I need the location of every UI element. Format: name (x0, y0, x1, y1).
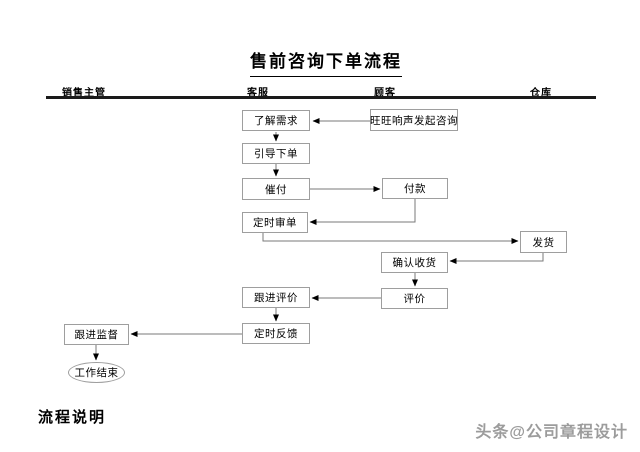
flow-edge-review-order--ship (262, 233, 519, 244)
flow-node-follow-up-review: 跟进评价 (242, 287, 310, 308)
flow-node-guide-order: 引导下单 (242, 143, 310, 164)
flow-node-wangwang-inquiry: 旺旺响声发起咨询 (370, 109, 458, 131)
lane-header-0: 销售主管 (62, 88, 106, 99)
lane-header-2: 顾客 (374, 88, 396, 99)
lane-header-3: 仓库 (530, 88, 552, 99)
section-label: 流程说明 (38, 409, 107, 426)
flow-node-ship: 发货 (520, 231, 567, 253)
page-title: 售前咨询下单流程 (250, 47, 402, 77)
flow-edge-ship--confirm-receipt (449, 253, 544, 264)
lane-header-1: 客服 (247, 88, 269, 99)
flow-node-pay: 付款 (382, 178, 448, 199)
flow-node-work-end: 工作结束 (68, 362, 125, 383)
flow-edge-pay--review-order (309, 199, 416, 225)
flow-node-urge-payment: 催付 (242, 178, 310, 200)
watermark: 头条@公司章程设计 (475, 424, 628, 441)
flow-node-understand-need: 了解需求 (242, 110, 310, 131)
flow-node-review-order: 定时审单 (242, 212, 308, 233)
flow-node-timed-feedback: 定时反馈 (242, 323, 310, 344)
header-rule (46, 96, 596, 99)
flow-node-evaluate: 评价 (381, 288, 448, 309)
flow-node-supervise: 跟进监督 (64, 324, 129, 345)
flow-node-confirm-receipt: 确认收货 (381, 252, 448, 273)
